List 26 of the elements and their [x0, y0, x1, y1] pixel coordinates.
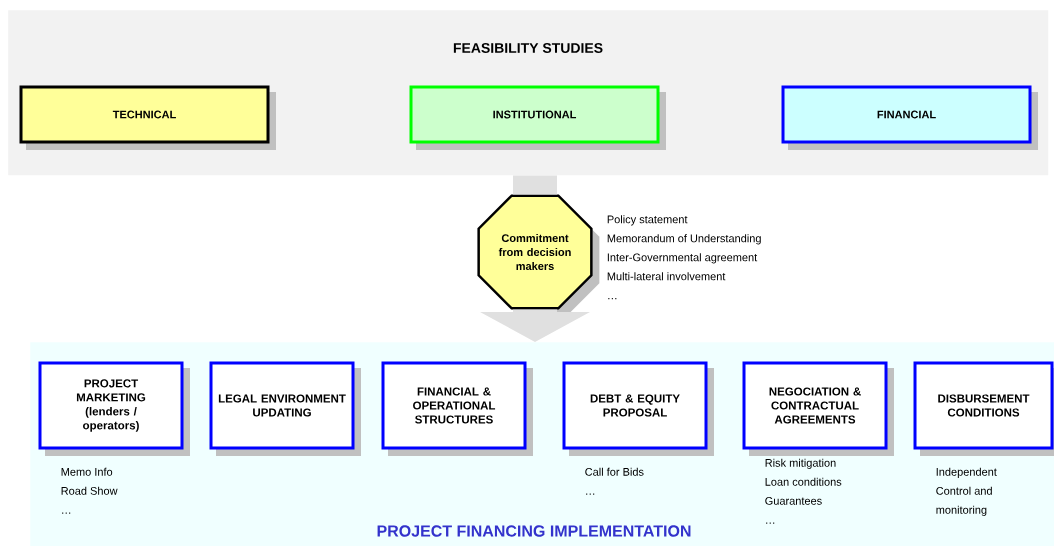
process-box: FINANCIAL: [781, 85, 1038, 150]
node-label: …: [608, 298, 617, 300]
node-label: Guarantees: [765, 497, 822, 505]
note-list: Call for Bids …: [585, 467, 644, 495]
note-list: Policy statement Memorandum of Understanding Inter-Governmental agreement Multi-lateral involvement …: [607, 215, 761, 300]
process-box: INSTITUTIONAL: [409, 85, 666, 150]
process-box: TECHNICAL: [19, 85, 276, 150]
note-list: Memo Info Road Show …: [61, 467, 118, 514]
process-box: DEBT & EQUITY PROPOSAL: [562, 361, 714, 456]
block-arrow: [480, 309, 590, 342]
node-label: Loan conditions: [765, 477, 842, 486]
process-box: NEGOCIATION & CONTRACTUAL AGREEMENTS: [742, 361, 894, 456]
node-label: …: [766, 522, 775, 524]
process-box: DISBURSEMENT CONDITIONS: [913, 361, 1054, 456]
process-box: LEGAL ENVIRONMENT UPDATING: [209, 361, 361, 456]
node-label: Policy statement: [607, 215, 688, 226]
process-box: FINANCIAL & OPERATIONAL STRUCTURES: [381, 361, 533, 456]
node-label: Risk mitigation: [765, 458, 836, 469]
note-list: Risk mitigation Loan conditions Guarantees …: [765, 458, 842, 524]
decision-octagon: Commitment from decision makers: [477, 194, 600, 317]
process-box: PROJECT MARKETING (lenders / operators): [38, 361, 190, 456]
node-label: Multi-lateral involvement: [607, 272, 726, 281]
node-label: Memorandum of Understanding: [607, 234, 761, 245]
note-list: Independent Control and monitoring: [936, 467, 997, 516]
block-arrow: [513, 175, 557, 195]
node-label: Inter-Governmental agreement: [607, 253, 758, 264]
